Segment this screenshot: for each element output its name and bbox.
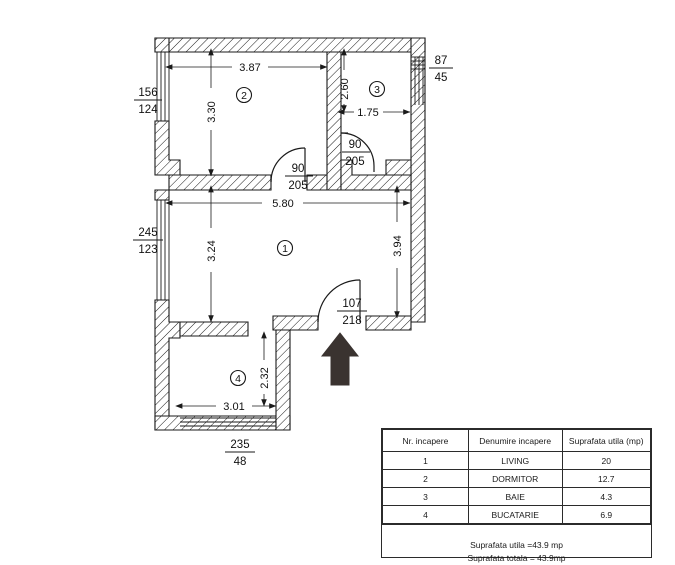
dimension-lines (165, 48, 411, 409)
tag-door-entrance: 107 218 (337, 298, 367, 327)
window-baie (410, 56, 425, 105)
table-body-wrap: Nr. incapere Denumire incapere Suprafata… (382, 429, 652, 525)
table-header-row: Nr. incapere Denumire incapere Suprafata… (382, 429, 652, 452)
wall-living-bottom-left (272, 315, 319, 331)
room-marker-4: 4 (229, 369, 247, 387)
wall-exterior-left-bottom (154, 299, 181, 431)
wall-exterior-right (410, 37, 426, 323)
col-header-nr: Nr. incapere (382, 429, 469, 452)
cell-nr: 1 (382, 451, 469, 470)
tag-window-living: 245 123 (133, 227, 163, 256)
dim-label-2-32: 2.32 (259, 367, 271, 388)
cell-nr: 3 (382, 487, 469, 506)
room-marker-2: 2 (235, 86, 253, 104)
dim-label-3-24: 3.24 (206, 240, 218, 261)
dim-label-3-94: 3.94 (392, 235, 404, 256)
room-marker-3: 3 (368, 80, 386, 98)
tag-window-living-height: 123 (138, 244, 157, 256)
dim-label-2-60: 2.60 (339, 78, 351, 99)
tag-window-dormitor-width: 156 (138, 87, 157, 99)
dim-label-3-01: 3.01 (223, 401, 244, 413)
cell-area: 4.3 (561, 487, 652, 506)
cell-area: 12.7 (561, 469, 652, 488)
wall-living-bottom-right (365, 315, 412, 331)
door-entrance (317, 279, 361, 323)
tag-door-baie-height: 205 (345, 156, 364, 168)
entrance-direction-arrow (320, 332, 360, 386)
tag-window-living-width: 245 (138, 227, 157, 239)
table-row: 3 BAIE 4.3 (382, 487, 652, 506)
wall-interior-room2-room3 (326, 51, 342, 191)
dim-label-5-80: 5.80 (272, 198, 293, 210)
tag-door-baie: 90 205 (342, 139, 370, 168)
tag-door-dormitor-width: 90 (292, 163, 305, 175)
schedule-table: Nr. incapere Denumire incapere Suprafata… (382, 429, 652, 524)
table-body: 1 LIVING 20 2 DORMITOR 12.7 3 BAIE 4.3 4… (382, 451, 652, 524)
dim-label-3-87: 3.87 (239, 62, 260, 74)
room-marker-1: 1 (276, 239, 294, 257)
wall-interior-kitchen-top (179, 321, 249, 337)
wall-exterior-left-mid (154, 120, 181, 176)
tag-window-baie-width: 87 (435, 55, 448, 67)
table-row: 2 DORMITOR 12.7 (382, 469, 652, 488)
dim-label-3-30: 3.30 (206, 101, 218, 122)
cell-name: LIVING (467, 451, 563, 470)
room-marker-2-label: 2 (241, 90, 247, 102)
table-row: 1 LIVING 20 (382, 451, 652, 470)
tag-door-dormitor: 90 205 (285, 163, 313, 192)
tag-door-dormitor-height: 205 (288, 180, 307, 192)
tag-door-entrance-height: 218 (342, 315, 361, 327)
tag-window-bucatarie-width: 235 (230, 439, 249, 451)
tag-window-dormitor-height: 124 (138, 104, 158, 116)
window-dormitor (156, 52, 170, 121)
tag-window-baie-height: 45 (435, 72, 448, 84)
col-header-area: Suprafata utila (mp) (561, 429, 652, 452)
cell-area: 6.9 (561, 505, 652, 524)
wall-exterior-left-mid2 (154, 189, 170, 201)
wall-interior-room2-bottom (168, 174, 272, 191)
wall-exterior-left-top (154, 37, 170, 53)
cell-name: BAIE (467, 487, 563, 506)
wall-interior-kitchen-right (275, 329, 291, 431)
table-row: 4 BUCATARIE 6.9 (382, 505, 652, 524)
tag-door-entrance-width: 107 (342, 298, 361, 310)
wall-interior-room3-niche (385, 159, 412, 176)
wall-structure (154, 37, 426, 431)
windows-group (156, 52, 425, 431)
tag-window-dormitor: 156 124 (134, 87, 162, 116)
cell-nr: 4 (382, 505, 469, 524)
summary-usable: Suprafata utila =43.9 mp (470, 540, 563, 550)
cell-name: BUCATARIE (467, 505, 563, 524)
wall-exterior-top (154, 37, 426, 53)
door-baie (340, 132, 375, 172)
cell-name: DORMITOR (467, 469, 563, 488)
table-head: Nr. incapere Denumire incapere Suprafata… (382, 429, 652, 452)
summary-total: Suprafata totala = 43.9mp (467, 552, 566, 563)
tag-window-bucatarie-height: 48 (234, 456, 247, 468)
dimension-labels: 3.87 3.30 1.75 2.60 5.80 3.24 3.94 3.01 … (206, 62, 404, 413)
window-bucatarie (180, 417, 276, 431)
room-schedule-table: Nr. incapere Denumire incapere Suprafata… (381, 428, 652, 563)
area-summary: Suprafata utila =43.9 mp Suprafata total… (382, 525, 651, 565)
window-living (156, 200, 170, 300)
room-marker-3-label: 3 (374, 84, 380, 96)
col-header-name: Denumire incapere (467, 429, 563, 452)
room-marker-4-label: 4 (235, 373, 241, 385)
room-marker-1-label: 1 (282, 243, 288, 255)
room-markers: 2 3 1 4 (229, 80, 386, 387)
tag-window-bucatarie: 235 48 (225, 439, 255, 468)
tag-window-baie: 87 45 (429, 55, 453, 84)
cell-nr: 2 (382, 469, 469, 488)
dim-label-1-75: 1.75 (357, 107, 378, 119)
tag-door-baie-width: 90 (349, 139, 362, 151)
cell-area: 20 (561, 451, 652, 470)
